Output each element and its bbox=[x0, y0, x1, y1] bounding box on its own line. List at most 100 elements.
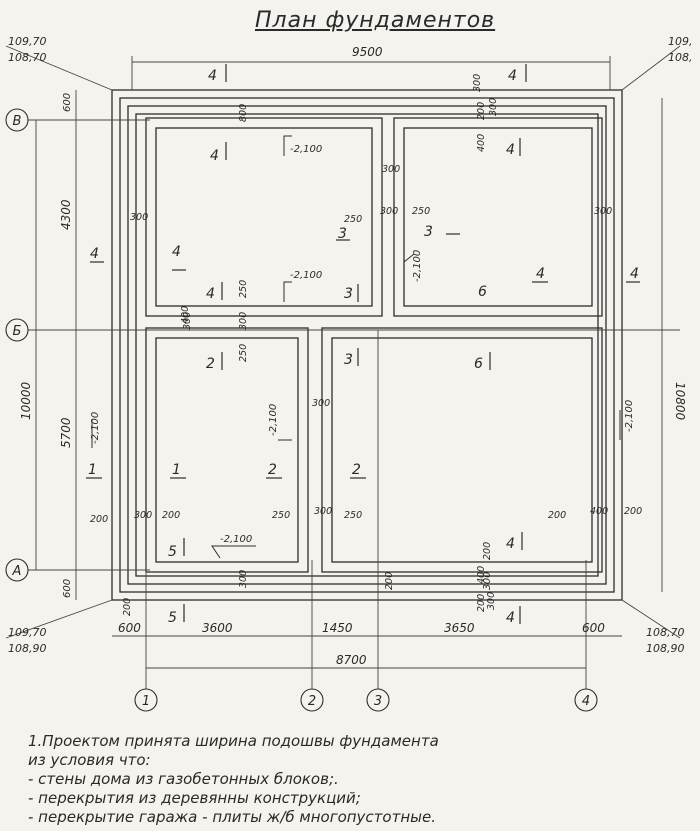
chain-dim: 1450 bbox=[322, 621, 353, 635]
dim-right: 10800 bbox=[673, 382, 687, 421]
elevation-mark: -2,100 bbox=[624, 400, 635, 432]
wall-dim: 400 bbox=[476, 566, 487, 584]
wall-dim: 250 bbox=[344, 510, 362, 521]
note-line: из условия что: bbox=[28, 751, 151, 769]
outer-foundation-edge bbox=[111, 89, 623, 601]
wall-dim: 300 bbox=[486, 592, 497, 610]
section-mark: 4 bbox=[536, 266, 545, 282]
section-mark: 4 bbox=[630, 266, 639, 282]
axis-label-col: 4 bbox=[582, 694, 590, 709]
section-mark: 3 bbox=[344, 286, 353, 302]
wall-dim: 250 bbox=[272, 510, 290, 521]
axis-label-col: 1 bbox=[142, 694, 150, 709]
section-mark: 3 bbox=[424, 224, 433, 240]
section-mark: 4 bbox=[506, 142, 515, 158]
corner-mark: 109,70 bbox=[8, 35, 47, 48]
note-line: - перекрытия из деревянны конструкций; bbox=[28, 789, 361, 807]
wall-dim: 300 bbox=[472, 74, 483, 92]
dim-left-top-offset: 600 bbox=[62, 93, 73, 112]
wall-dim: 200 bbox=[476, 594, 487, 612]
room-lower-left bbox=[145, 327, 309, 573]
axis-label-row: В bbox=[13, 114, 22, 129]
drawing-title: План фундаментов bbox=[255, 8, 496, 33]
wall-dim: 300 bbox=[134, 510, 152, 521]
chain-dim: 600 bbox=[118, 621, 141, 635]
section-mark: 5 bbox=[168, 610, 177, 626]
corner-mark: 109,70 bbox=[8, 626, 47, 639]
room-lower-right bbox=[321, 327, 603, 573]
elevation-mark: -2,100 bbox=[90, 412, 101, 444]
wall-dim: 250 bbox=[344, 214, 362, 225]
room-upper-left bbox=[145, 117, 383, 317]
chain-dim: 600 bbox=[582, 621, 605, 635]
wall-dim: 250 bbox=[238, 280, 249, 298]
wall-dim: 200 bbox=[384, 572, 395, 590]
wall-dim: 200 bbox=[624, 506, 642, 517]
section-mark: 4 bbox=[208, 68, 217, 84]
wall-dim: 300 bbox=[238, 312, 249, 330]
wall-dim: 300 bbox=[238, 570, 249, 588]
wall-dim: 400 bbox=[180, 306, 191, 324]
corner-mark: 108,70 bbox=[8, 51, 47, 64]
chain-dim: 3600 bbox=[202, 621, 233, 635]
wall-dim: 200 bbox=[476, 102, 487, 120]
wall-dim: 200 bbox=[90, 514, 108, 525]
room-upper-right bbox=[393, 117, 603, 317]
section-mark: 4 bbox=[206, 286, 215, 302]
dim-left-upper: 4300 bbox=[59, 199, 73, 230]
axis-label-row: Б bbox=[13, 324, 22, 339]
wall-dim: 300 bbox=[488, 98, 499, 116]
wall-dim: 400 bbox=[476, 134, 487, 152]
dim-top: 9500 bbox=[352, 45, 383, 59]
wall-dim: 200 bbox=[122, 598, 133, 616]
section-mark: 2 bbox=[352, 462, 361, 478]
corner-mark: 108, bbox=[668, 51, 693, 64]
corner-mark: 108,90 bbox=[8, 642, 47, 655]
wall-dim: 300 bbox=[314, 506, 332, 517]
wall-dim: 300 bbox=[482, 572, 493, 590]
wall-dim: 400 bbox=[590, 506, 608, 517]
wall-dim: 300 bbox=[130, 212, 148, 223]
wall-dim: 300 bbox=[382, 164, 400, 175]
section-mark: 3 bbox=[344, 352, 353, 368]
wall-dim: 200 bbox=[162, 510, 180, 521]
chain-dim: 3650 bbox=[444, 621, 475, 635]
corner-mark: 108,90 bbox=[646, 642, 685, 655]
section-mark: 5 bbox=[168, 544, 177, 560]
axis-label-col: 3 bbox=[374, 694, 382, 709]
axis-label-row: А bbox=[12, 564, 22, 579]
dim-left-lower: 5700 bbox=[59, 417, 73, 448]
section-mark: 6 bbox=[474, 356, 483, 372]
corner-mark: 108,70 bbox=[646, 626, 685, 639]
wall-dim: 300 bbox=[380, 206, 398, 217]
section-mark: 4 bbox=[90, 246, 99, 262]
elevation-mark: -2,100 bbox=[290, 144, 322, 155]
elevation-mark: -2,100 bbox=[412, 250, 423, 282]
wall-dim: 250 bbox=[238, 344, 249, 362]
section-mark: 2 bbox=[206, 356, 215, 372]
dim-left-total: 10000 bbox=[19, 381, 33, 420]
elevation-mark: -2,100 bbox=[290, 270, 322, 281]
wall-dim: 800 bbox=[238, 104, 249, 122]
svg-text:4: 4 bbox=[506, 610, 515, 626]
axis-label-col: 2 bbox=[308, 694, 316, 709]
wall-dim: 300 bbox=[594, 206, 612, 217]
section-mark: 1 bbox=[172, 462, 181, 478]
svg-text:4: 4 bbox=[506, 536, 515, 552]
wall-dim: 200 bbox=[482, 542, 493, 560]
dim-left-bottom-offset: 600 bbox=[62, 579, 73, 598]
note-line: - перекрытие гаража - плиты ж/б многопус… bbox=[28, 808, 436, 826]
section-mark: 2 bbox=[268, 462, 277, 478]
section-mark: 4 bbox=[172, 244, 181, 260]
section-mark: 1 bbox=[88, 462, 97, 478]
section-mark: 4 bbox=[210, 148, 219, 164]
wall-dim: 250 bbox=[412, 206, 430, 217]
section-mark: 3 bbox=[338, 226, 347, 242]
note-line: 1.Проектом принята ширина подошвы фундам… bbox=[28, 732, 439, 750]
elevation-mark: -2,100 bbox=[268, 404, 279, 436]
notes-block: 1.Проектом принята ширина подошвы фундам… bbox=[28, 732, 688, 827]
corner-mark: 109, bbox=[668, 35, 693, 48]
wall-dim: 300 bbox=[312, 398, 330, 409]
note-line: - стены дома из газобетонных блоков;. bbox=[28, 770, 339, 788]
